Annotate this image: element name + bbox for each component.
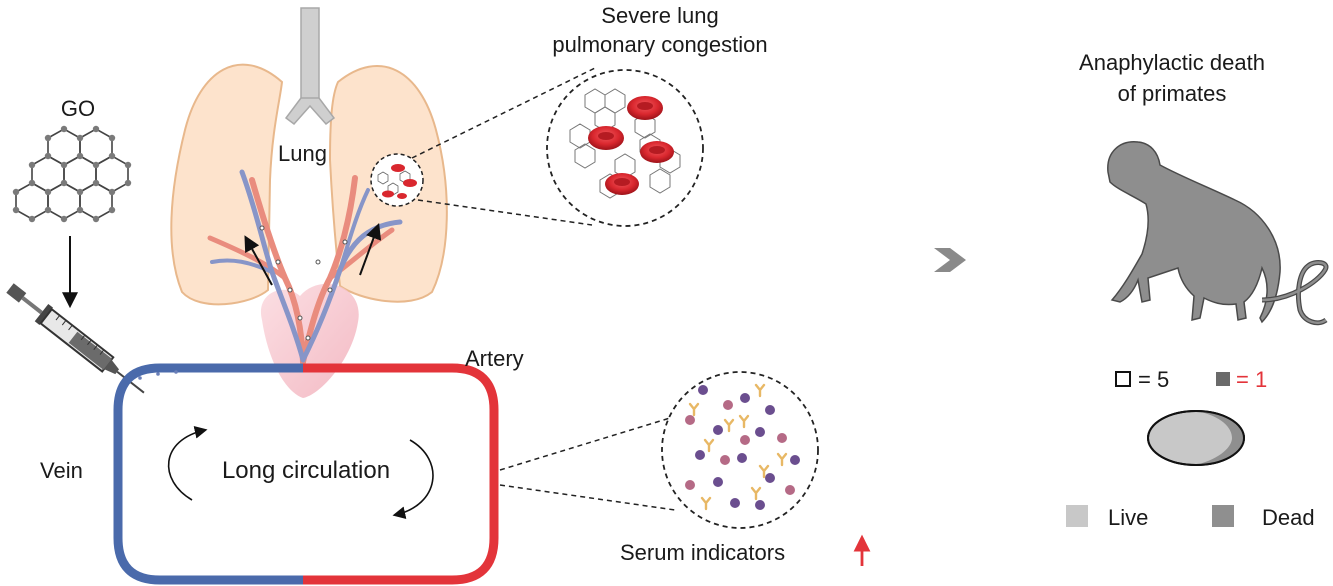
pie-ellipse-icon xyxy=(1147,410,1245,466)
long-circulation-label: Long circulation xyxy=(222,457,390,484)
serum-zoom-bubble xyxy=(661,371,819,529)
go-label: GO xyxy=(61,96,95,121)
chevron-right-icon xyxy=(934,248,966,272)
serum-particle-icon xyxy=(685,383,800,511)
pulmonary-vessels xyxy=(207,169,403,365)
red-blood-cell-icon xyxy=(588,96,674,195)
live-legend-label: Live xyxy=(1108,505,1148,530)
lung-congestion-spot xyxy=(370,153,424,207)
syringe-icon xyxy=(6,283,145,394)
serum-indicators-label: Serum indicators xyxy=(620,540,785,565)
flow-arrow-right-lung xyxy=(359,222,382,276)
graphene-oxide-icon xyxy=(12,125,132,223)
artery-label: Artery xyxy=(465,346,524,371)
live-count-label: = 5 xyxy=(1138,367,1169,392)
circulation-arrow-left xyxy=(167,425,208,501)
circulation-loop xyxy=(113,363,499,585)
dead-count-swatch xyxy=(1216,372,1230,386)
dead-legend-swatch xyxy=(1212,505,1234,527)
monkey-icon xyxy=(1107,141,1329,326)
dead-legend-label: Dead xyxy=(1262,505,1315,530)
circulation-arrow-right xyxy=(392,439,434,520)
death-title-line2: of primates xyxy=(1118,81,1227,106)
congestion-title-line1: Severe lung xyxy=(601,3,718,28)
congestion-zoom-bubble xyxy=(546,69,704,227)
flow-arrow-left-lung xyxy=(244,235,273,286)
vein-label: Vein xyxy=(40,458,83,483)
dead-count-label: = 1 xyxy=(1236,367,1267,392)
congestion-title-line2: pulmonary congestion xyxy=(552,32,767,57)
live-count-swatch xyxy=(1115,371,1131,387)
death-title-line1: Anaphylactic death xyxy=(1079,50,1265,75)
live-legend-swatch xyxy=(1066,505,1088,527)
lung-label: Lung xyxy=(278,141,327,166)
